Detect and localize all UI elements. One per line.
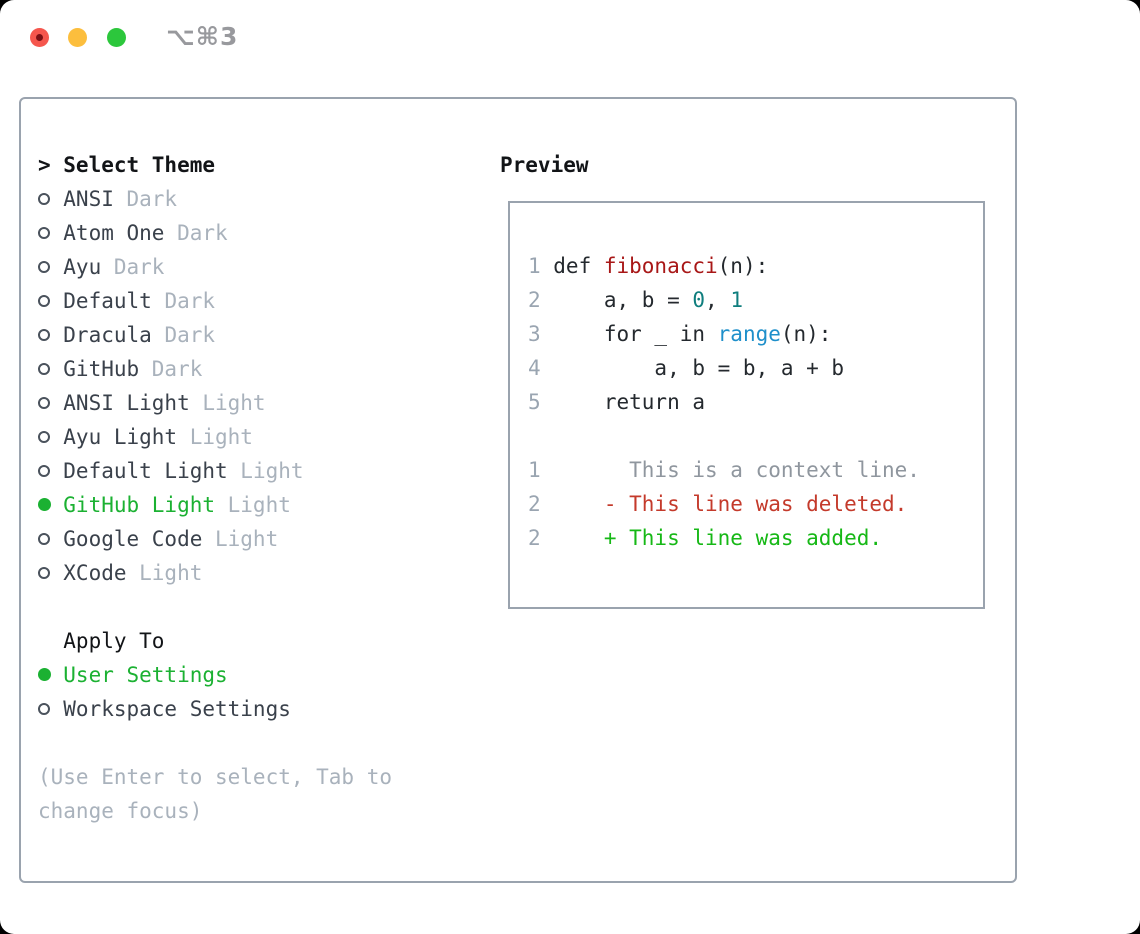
theme-option[interactable]: GitHub Dark	[38, 352, 468, 386]
theme-name: XCode	[63, 561, 127, 585]
theme-option[interactable]: GitHub Light Light	[38, 488, 468, 522]
line-number: 1	[528, 254, 541, 278]
line-number: 4	[528, 356, 541, 380]
theme-name: GitHub Light	[63, 493, 215, 517]
theme-option[interactable]: XCode Light	[38, 556, 468, 590]
theme-name: Google Code	[63, 527, 203, 551]
preview-header: Preview	[500, 153, 589, 177]
radio-unselected-icon	[38, 193, 50, 205]
theme-name: GitHub	[63, 357, 140, 381]
theme-option[interactable]: ANSI Light Light	[38, 386, 468, 420]
line-number: 2	[528, 526, 541, 550]
spacer	[38, 726, 468, 760]
apply-option-label: Workspace Settings	[63, 697, 291, 721]
line-number: 5	[528, 390, 541, 414]
diff-line: 2 - This line was deleted.	[528, 487, 983, 521]
diff-line: 1 This is a context line.	[528, 453, 983, 487]
line-number: 2	[528, 288, 541, 312]
apply-to-header-label: Apply To	[63, 629, 165, 653]
radio-unselected-icon	[38, 703, 50, 715]
theme-name: Default Light	[63, 459, 228, 483]
theme-name: Atom One	[63, 221, 165, 245]
line-number: 2	[528, 492, 541, 516]
diff-line: 2 + This line was added.	[528, 521, 983, 555]
code-line: 2 a, b = 0, 1	[528, 283, 983, 317]
radio-selected-icon	[38, 668, 51, 681]
prompt-caret-icon: >	[38, 153, 51, 177]
theme-option[interactable]: Ayu Dark	[38, 250, 468, 284]
theme-option[interactable]: ANSI Dark	[38, 182, 468, 216]
theme-variant-label: Dark	[139, 357, 203, 381]
theme-option[interactable]: Atom One Dark	[38, 216, 468, 250]
theme-variant-label: Dark	[164, 221, 228, 245]
code-line: 5 return a	[528, 385, 983, 419]
radio-unselected-icon	[38, 295, 50, 307]
traffic-light-zoom-button[interactable]	[107, 28, 126, 47]
code-line: 4 a, b = b, a + b	[528, 351, 983, 385]
theme-name: Dracula	[63, 323, 152, 347]
radio-unselected-icon	[38, 533, 50, 545]
theme-option[interactable]: Default Dark	[38, 284, 468, 318]
window-title: ⌥⌘3	[166, 22, 239, 51]
theme-variant-label: Dark	[101, 255, 165, 279]
traffic-light-close-button[interactable]	[30, 28, 49, 47]
hint-text: (Use Enter to select, Tab to change focu…	[38, 765, 393, 823]
titlebar: ⌥⌘3	[0, 0, 1140, 75]
radio-unselected-icon	[38, 465, 50, 477]
radio-unselected-icon	[38, 431, 50, 443]
radio-unselected-icon	[38, 397, 50, 409]
theme-variant-label: Light	[177, 425, 253, 449]
theme-name: ANSI	[63, 187, 114, 211]
theme-variant-label: Light	[189, 391, 266, 415]
line-number: 3	[528, 322, 541, 346]
select-theme-header: > Select Theme	[38, 148, 468, 182]
theme-name: ANSI Light	[63, 391, 190, 415]
theme-variant-label: Light	[202, 527, 279, 551]
apply-option-label: User Settings	[63, 663, 228, 687]
apply-option[interactable]: Workspace Settings	[38, 692, 468, 726]
theme-variant-label: Dark	[151, 323, 216, 347]
spacer	[38, 590, 468, 624]
spacer	[528, 419, 983, 453]
diff-block: 1 This is a context line.2 - This line w…	[528, 453, 983, 555]
radio-selected-icon	[38, 498, 51, 511]
code-line: 3 for _ in range(n):	[528, 317, 983, 351]
select-theme-header-label: Select Theme	[63, 153, 215, 177]
apply-to-header: Apply To	[38, 624, 468, 658]
line-number: 1	[528, 458, 541, 482]
theme-name: Ayu Light	[63, 425, 178, 449]
theme-variant-label: Light	[227, 459, 304, 483]
theme-variant-label: Light	[215, 493, 291, 517]
radio-unselected-icon	[38, 329, 50, 341]
theme-variant-label: Light	[126, 561, 203, 585]
theme-variant-label: Dark	[113, 187, 178, 211]
theme-variant-label: Dark	[151, 289, 216, 313]
theme-name: Default	[63, 289, 152, 313]
theme-name: Ayu	[63, 255, 102, 279]
apply-option[interactable]: User Settings	[38, 658, 468, 692]
theme-option[interactable]: Google Code Light	[38, 522, 468, 556]
theme-option[interactable]: Default Light Light	[38, 454, 468, 488]
traffic-light-minimize-button[interactable]	[68, 28, 87, 47]
theme-option[interactable]: Dracula Dark	[38, 318, 468, 352]
radio-unselected-icon	[38, 567, 50, 579]
theme-option[interactable]: Ayu Light Light	[38, 420, 468, 454]
radio-unselected-icon	[38, 261, 50, 273]
radio-unselected-icon	[38, 363, 50, 375]
radio-unselected-icon	[38, 227, 50, 239]
